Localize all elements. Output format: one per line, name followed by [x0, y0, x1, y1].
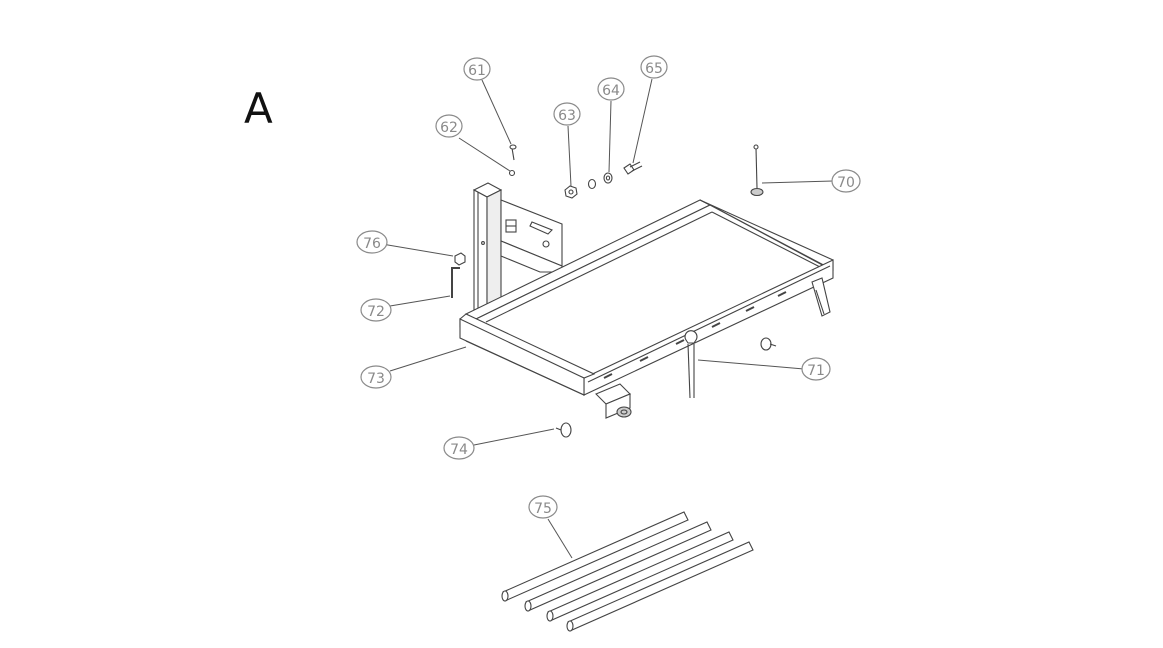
callout-61: 61: [463, 57, 491, 81]
callout-63: 63: [553, 102, 581, 126]
callout-70: 70: [831, 169, 861, 193]
callout-74: 74: [443, 436, 475, 460]
mounting-post: [472, 182, 503, 319]
tray: [459, 199, 834, 396]
mounting-bracket: [481, 199, 563, 273]
foot-part-70: [750, 144, 764, 197]
callout-71: 71: [801, 357, 831, 381]
svg-text:65: 65: [645, 61, 663, 77]
knob-part-74: [555, 422, 572, 438]
pin-part-61: [509, 144, 517, 161]
svg-text:73: 73: [367, 371, 385, 387]
callouts: 61 62 63 64 65 70 71 72 73 74 75 76: [356, 55, 861, 519]
bolt-part-65: [623, 161, 643, 175]
wrench-part-71: [684, 330, 698, 399]
callout-75: 75: [528, 495, 558, 519]
washer-part-64: [587, 172, 613, 190]
clip-part-62: [508, 169, 516, 177]
callout-72: 72: [360, 298, 392, 322]
callout-76: 76: [356, 230, 388, 254]
callout-62: 62: [435, 114, 463, 138]
nut-part-63: [564, 185, 578, 199]
svg-text:71: 71: [807, 363, 825, 379]
tubes-part-75: [501, 511, 754, 632]
svg-text:63: 63: [558, 108, 576, 124]
callout-73: 73: [360, 365, 392, 389]
svg-text:62: 62: [440, 120, 458, 136]
svg-text:75: 75: [534, 501, 552, 517]
svg-text:70: 70: [837, 175, 855, 191]
svg-text:61: 61: [468, 63, 486, 79]
leader-lines: [381, 78, 834, 559]
svg-text:74: 74: [450, 442, 468, 458]
callout-65: 65: [640, 55, 668, 79]
section-letter: A: [244, 84, 273, 133]
small-knob: [760, 337, 777, 351]
svg-text:72: 72: [367, 304, 385, 320]
block-part-76: [454, 252, 466, 266]
support-arm: [811, 277, 831, 317]
svg-text:76: 76: [363, 236, 381, 252]
svg-text:64: 64: [602, 83, 620, 99]
callout-64: 64: [597, 77, 625, 101]
hex-key-part-72: [451, 267, 460, 298]
pivot-block: [595, 383, 632, 419]
